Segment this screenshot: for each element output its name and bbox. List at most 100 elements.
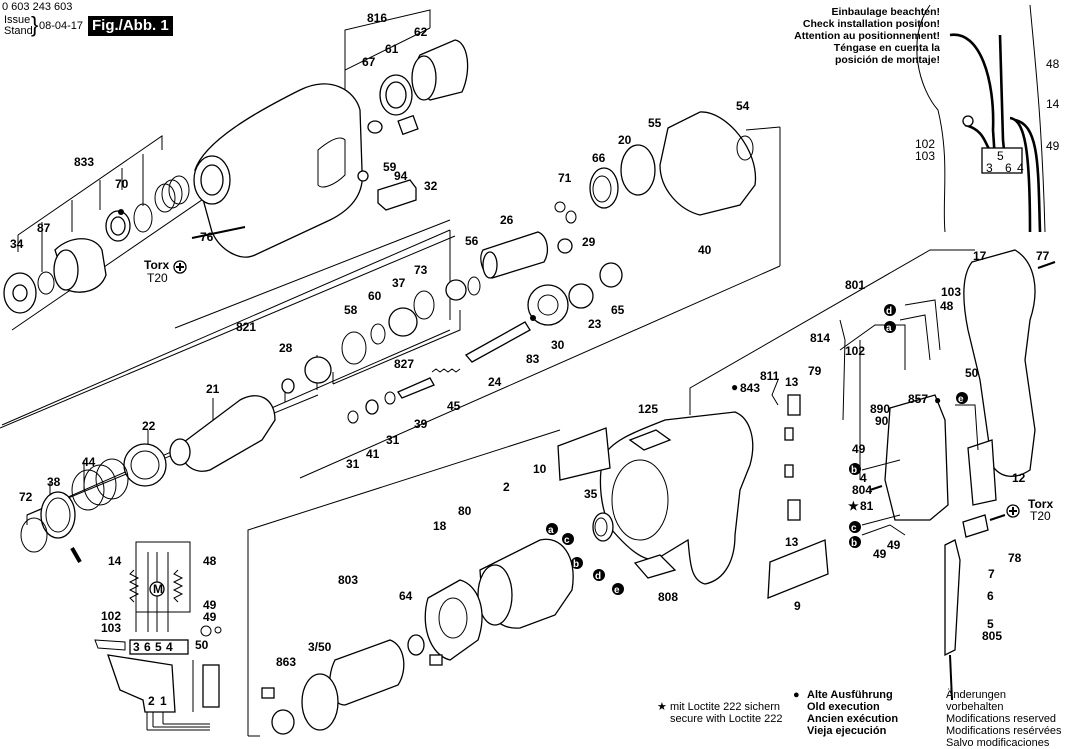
field-coil-right (172, 569, 184, 603)
svg-text:b: b (851, 538, 857, 549)
label-12: 12 (1012, 471, 1026, 485)
svg-text:c: c (564, 535, 570, 546)
part-77-screw (1037, 261, 1056, 269)
inset-terminal-3: 3 (986, 161, 993, 175)
label-805: 805 (982, 629, 1002, 643)
schem-label-50: 50 (195, 638, 209, 652)
part-64 (407, 634, 425, 656)
bullet-icon: ● (793, 689, 800, 701)
part-22-gear (123, 443, 167, 487)
label-72: 72 (19, 490, 33, 504)
part-35 (592, 512, 614, 542)
label-9: 9 (794, 599, 801, 613)
label-816: 816 (367, 11, 387, 25)
part-58 (341, 331, 367, 365)
label-60: 60 (368, 289, 382, 303)
svg-text:a: a (548, 525, 554, 536)
label-66: 66 (592, 151, 606, 165)
part-labels: 816 62 61 67 833 70 59 94 32 34 87 76 To… (10, 11, 1060, 708)
label-48: 48 (940, 299, 954, 313)
label-49c: 49 (887, 538, 901, 552)
note-line: Attention au positionnement! (794, 30, 940, 42)
modifications-legend: Änderungen vorbehalten Modifications res… (946, 689, 1066, 749)
label-821: 821 (236, 320, 256, 334)
part-20 (620, 144, 656, 196)
old-exec-de: Alte Ausführung (807, 689, 893, 701)
inset-label-102: 102 (915, 137, 935, 151)
torx-size: T20 (147, 271, 168, 285)
label-56: 56 (465, 234, 479, 248)
inset-label-49: 49 (1046, 139, 1060, 153)
svg-text:e: e (614, 585, 620, 596)
schem-terminal-6: 6 (144, 640, 151, 654)
label-5: 5 (987, 617, 994, 631)
part-10-label (557, 427, 611, 481)
label-803: 803 (338, 573, 358, 587)
inset-switch (981, 147, 1023, 174)
inset-terminal-4: 4 (1017, 161, 1024, 175)
part-54 (736, 135, 754, 161)
part-76-screw (191, 226, 246, 239)
label-78: 78 (1008, 551, 1022, 565)
label-90: 90 (875, 414, 889, 428)
label-77: 77 (1036, 249, 1050, 263)
marker-d-2: d (884, 304, 896, 317)
part-55-flange (659, 111, 757, 216)
marker-c-2: c (849, 521, 861, 534)
part-6-cable-guard (944, 539, 961, 657)
loctite-legend: ★ mit Loctite 222 sichern secure with Lo… (657, 701, 783, 725)
schem-terminal-5: 5 (155, 640, 162, 654)
label-833: 833 (74, 155, 94, 169)
part-83 (530, 315, 536, 321)
marker-e: e (612, 583, 624, 596)
part-72 (20, 517, 48, 553)
label-801: 801 (845, 278, 865, 292)
label-3-50: 3/50 (308, 640, 332, 654)
svg-text:b: b (851, 465, 857, 476)
label-102: 102 (845, 344, 865, 358)
note-line: Check installation position! (802, 18, 940, 30)
label-20: 20 (618, 133, 632, 147)
part-65 (599, 262, 623, 288)
label-843: 843 (740, 381, 760, 395)
part-13-brushholder (787, 394, 801, 416)
svg-text:b: b (573, 559, 579, 570)
mod-es: Salvo modificaciones (946, 737, 1050, 749)
part-81-screw (869, 485, 883, 491)
part-30 (527, 284, 569, 326)
part-44-spring (71, 469, 105, 511)
schem-terminal-3: 3 (133, 640, 140, 654)
label-73: 73 (414, 263, 428, 277)
part-56 (445, 279, 467, 301)
grease-icon-3 (429, 654, 443, 666)
marker-a-2: a (884, 321, 896, 334)
old-exec-fr: Ancien exécution (807, 713, 899, 725)
label-4: 4 (860, 471, 867, 485)
wire-49-2 (861, 514, 906, 536)
part-12-capacitor (967, 439, 997, 506)
part-73 (413, 290, 435, 320)
label-80: 80 (458, 504, 472, 518)
label-2: 2 (503, 480, 510, 494)
part-87 (37, 271, 55, 295)
label-13a: 13 (785, 375, 799, 389)
grease-icon (70, 547, 82, 563)
part-17-handle (963, 249, 1036, 477)
grease-icon-2 (261, 687, 275, 699)
marker-d: d (593, 569, 605, 582)
part-890-switch (884, 394, 949, 521)
label-38: 38 (47, 475, 61, 489)
label-70: 70 (115, 177, 129, 191)
label-44: 44 (82, 455, 96, 469)
part-23-gear (568, 283, 594, 309)
part-24 (464, 321, 531, 363)
part-41 (365, 399, 379, 415)
label-62: 62 (414, 25, 428, 39)
label-29: 29 (582, 235, 596, 249)
label-76: 76 (200, 230, 214, 244)
terminal-block (129, 639, 189, 655)
label-71: 71 (558, 171, 572, 185)
label-49a: 49 (852, 442, 866, 456)
switch-symbol (107, 654, 176, 713)
marker-e-2: e (956, 392, 968, 405)
